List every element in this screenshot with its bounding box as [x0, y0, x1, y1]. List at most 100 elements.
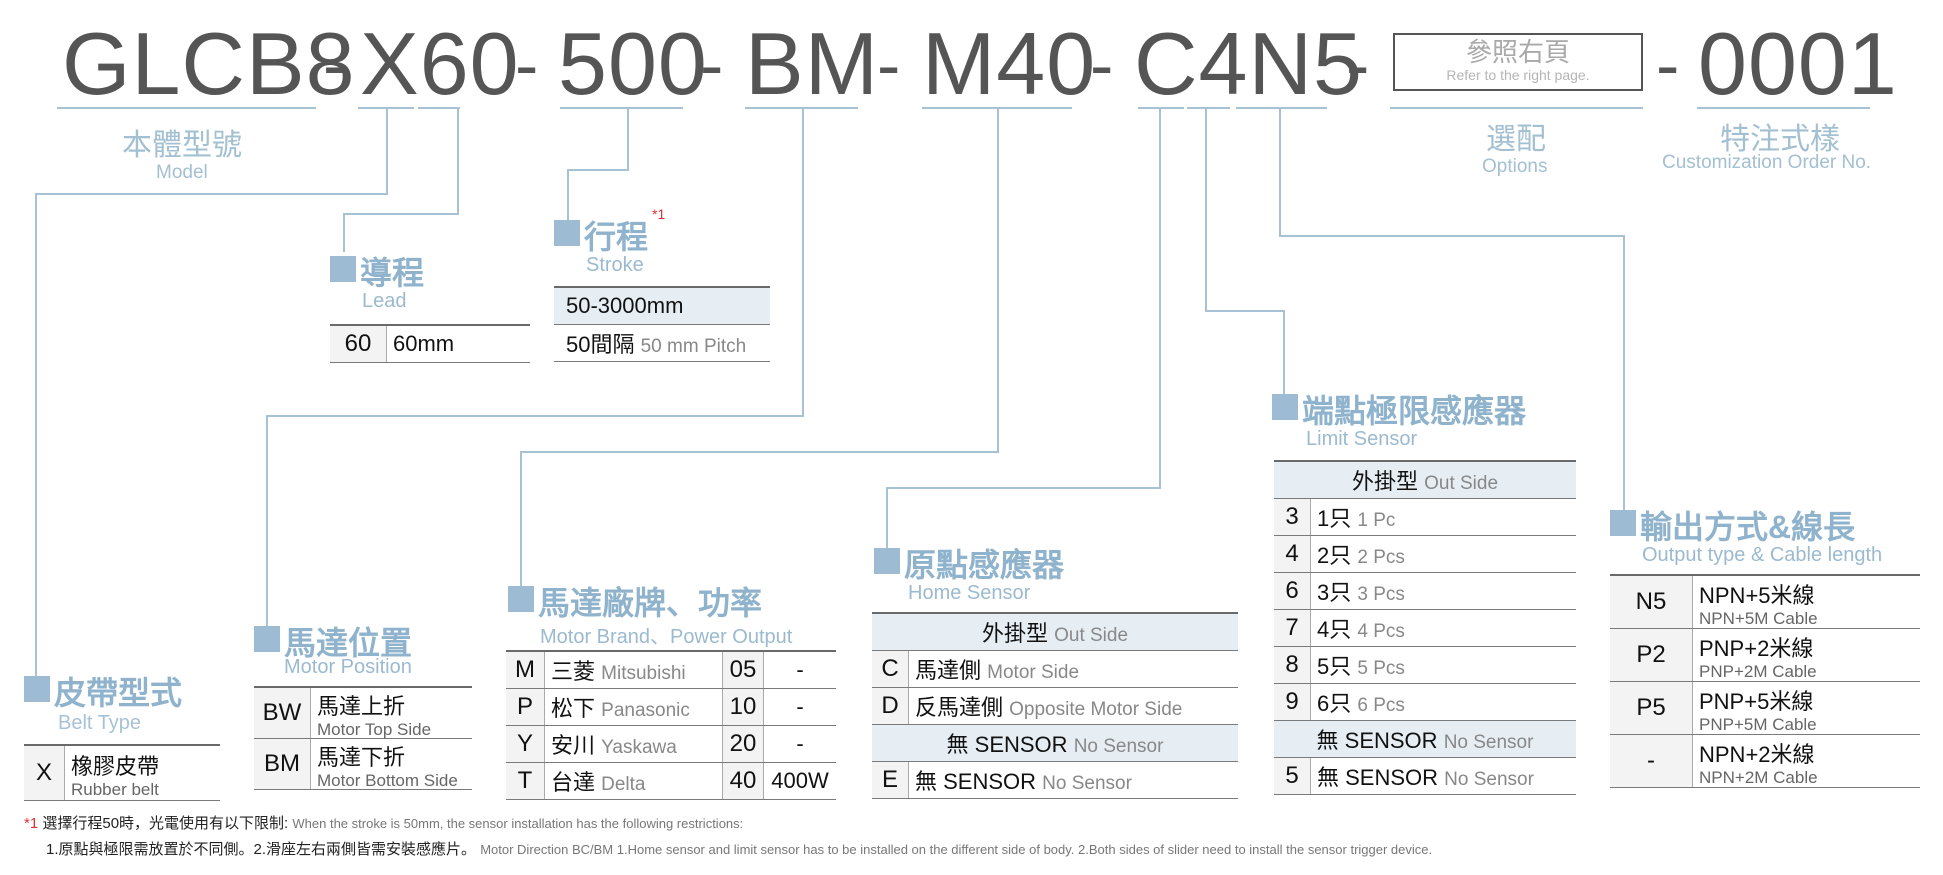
- options-box-en: Refer to the right page.: [1446, 67, 1590, 83]
- note-mark: *1: [24, 815, 39, 832]
- motor-key: Y: [506, 725, 545, 763]
- motor-pos-sub: Motor Position: [284, 656, 412, 678]
- home-key: E: [872, 761, 909, 799]
- limit-en: 4 Pcs: [1357, 621, 1405, 642]
- stroke-title: 行程: [584, 219, 649, 255]
- limit-hdr-zh: 外掛型: [1351, 469, 1418, 494]
- code-motor-pos: BM: [745, 14, 879, 113]
- limit-marker: [1272, 394, 1298, 420]
- limit-none-hdr-en: No Sensor: [1443, 732, 1534, 753]
- motor-pos-title: 馬達位置: [284, 625, 413, 661]
- limit-en: No Sensor: [1444, 769, 1534, 790]
- output-zh: PNP+5米線: [1699, 688, 1814, 714]
- home-en: No Sensor: [1042, 773, 1132, 794]
- motor-key: M: [506, 650, 545, 689]
- limit-key: 4: [1274, 535, 1311, 573]
- stroke-pitch-en: 50 mm Pitch: [640, 336, 747, 357]
- lead-key: 60: [330, 324, 387, 363]
- belt-marker: [24, 676, 50, 702]
- output-marker: [1610, 510, 1636, 536]
- limit-sub: Limit Sensor: [1306, 428, 1418, 450]
- stroke-table: 50-3000mm 50間隔 50 mm Pitch: [554, 286, 770, 362]
- limit-zh: 2只: [1317, 543, 1352, 568]
- motor-title: 馬達廠牌、功率: [538, 585, 763, 621]
- home-en: Opposite Motor Side: [1009, 699, 1183, 720]
- code-model: GLCB8: [62, 14, 356, 113]
- output-sub: Output type & Cable length: [1642, 544, 1883, 566]
- limit-en: 3 Pcs: [1357, 584, 1405, 605]
- limit-key: 7: [1274, 609, 1311, 647]
- lead-sub: Lead: [362, 290, 407, 312]
- motor-key: P: [506, 688, 545, 726]
- motor-code: 20: [722, 725, 764, 763]
- motor-pos-marker: [254, 626, 280, 652]
- home-zh: 馬達側: [915, 658, 982, 683]
- limit-zh: 無 SENSOR: [1317, 765, 1439, 790]
- stroke-marker: [554, 220, 580, 246]
- options-label: 選配: [1486, 123, 1546, 156]
- motor-pos-en: Motor Top Side: [317, 719, 432, 739]
- stroke-note-mark: *1: [652, 206, 666, 222]
- motor-table: M 三菱 Mitsubishi 05 - P 松下 Panasonic 10 -…: [506, 650, 836, 800]
- motor-pos-zh: 馬達下折: [317, 744, 406, 770]
- code-dash: -: [1346, 26, 1370, 104]
- motor-power: -: [763, 725, 836, 763]
- code-custom: 0001: [1698, 14, 1898, 113]
- limit-key: 5: [1274, 757, 1311, 795]
- home-hdr-zh: 外掛型: [981, 621, 1048, 646]
- motor-code: 40: [722, 762, 764, 800]
- belt-key: X: [24, 744, 65, 801]
- motor-pos-en: Motor Bottom Side: [317, 770, 458, 790]
- code-dash: -: [700, 26, 724, 104]
- note-line-1: *1 選擇行程50時，光電使用有以下限制: When the stroke is…: [24, 812, 743, 833]
- code-dash: -: [323, 26, 347, 104]
- limit-none-hdr-zh: 無 SENSOR: [1316, 728, 1438, 753]
- output-zh: NPN+5米線: [1699, 582, 1815, 608]
- belt-sub: Belt Type: [58, 712, 142, 734]
- stroke-pitch-zh: 50間隔: [566, 332, 635, 357]
- code-stroke: 500: [558, 14, 708, 113]
- home-none-hdr-zh: 無 SENSOR: [946, 732, 1068, 757]
- motor-brand-en: Mitsubishi: [601, 663, 686, 684]
- motor-sub: Motor Brand、Power Output: [540, 626, 793, 648]
- motor-brand-en: Delta: [601, 774, 646, 795]
- lead-value: 60mm: [386, 324, 530, 363]
- custom-label: 特注式樣: [1720, 123, 1840, 156]
- code-dash: -: [515, 26, 539, 104]
- motor-brand-en: Yaskawa: [601, 737, 677, 758]
- limit-en: 5 Pcs: [1357, 658, 1405, 679]
- home-table: 外掛型 Out Side C 馬達側 Motor Side D 反馬達側 Opp…: [872, 612, 1238, 799]
- note-line-1-zh: 選擇行程50時，光電使用有以下限制:: [42, 815, 289, 832]
- code-dash: -: [877, 26, 901, 104]
- lead-marker: [330, 256, 356, 282]
- limit-en: 6 Pcs: [1357, 695, 1405, 716]
- home-sub: Home Sensor: [908, 582, 1031, 604]
- motor-power: 400W: [763, 762, 836, 800]
- limit-zh: 6只: [1317, 691, 1352, 716]
- note-line-2-zh: 1.原點與極限需放置於不同側。2.滑座左右兩側皆需安裝感應片。: [46, 841, 477, 858]
- output-key: N5: [1610, 574, 1693, 629]
- limit-hdr-en: Out Side: [1424, 473, 1499, 494]
- motor-pos-key: BW: [254, 686, 311, 739]
- limit-zh: 5只: [1317, 654, 1352, 679]
- note-line-2: 1.原點與極限需放置於不同側。2.滑座左右兩側皆需安裝感應片。 Motor Di…: [46, 838, 1432, 859]
- output-en: PNP+5M Cable: [1699, 714, 1817, 734]
- limit-key: 3: [1274, 498, 1311, 536]
- code-motor: M40: [922, 14, 1097, 113]
- limit-en: 2 Pcs: [1357, 547, 1405, 568]
- stroke-range: 50-3000mm: [554, 286, 770, 325]
- motor-brand-zh: 安川: [551, 733, 596, 758]
- limit-key: 6: [1274, 572, 1311, 610]
- limit-key: 9: [1274, 683, 1311, 721]
- motor-brand-zh: 松下: [551, 696, 596, 721]
- motor-power: -: [763, 688, 836, 726]
- code-lead: X60: [360, 14, 520, 113]
- motor-power: -: [763, 650, 836, 689]
- belt-en: Rubber belt: [71, 779, 159, 799]
- limit-title: 端點極限感應器: [1302, 393, 1527, 429]
- note-line-2-en: Motor Direction BC/BM 1.Home sensor and …: [480, 842, 1433, 857]
- limit-zh: 4只: [1317, 617, 1352, 642]
